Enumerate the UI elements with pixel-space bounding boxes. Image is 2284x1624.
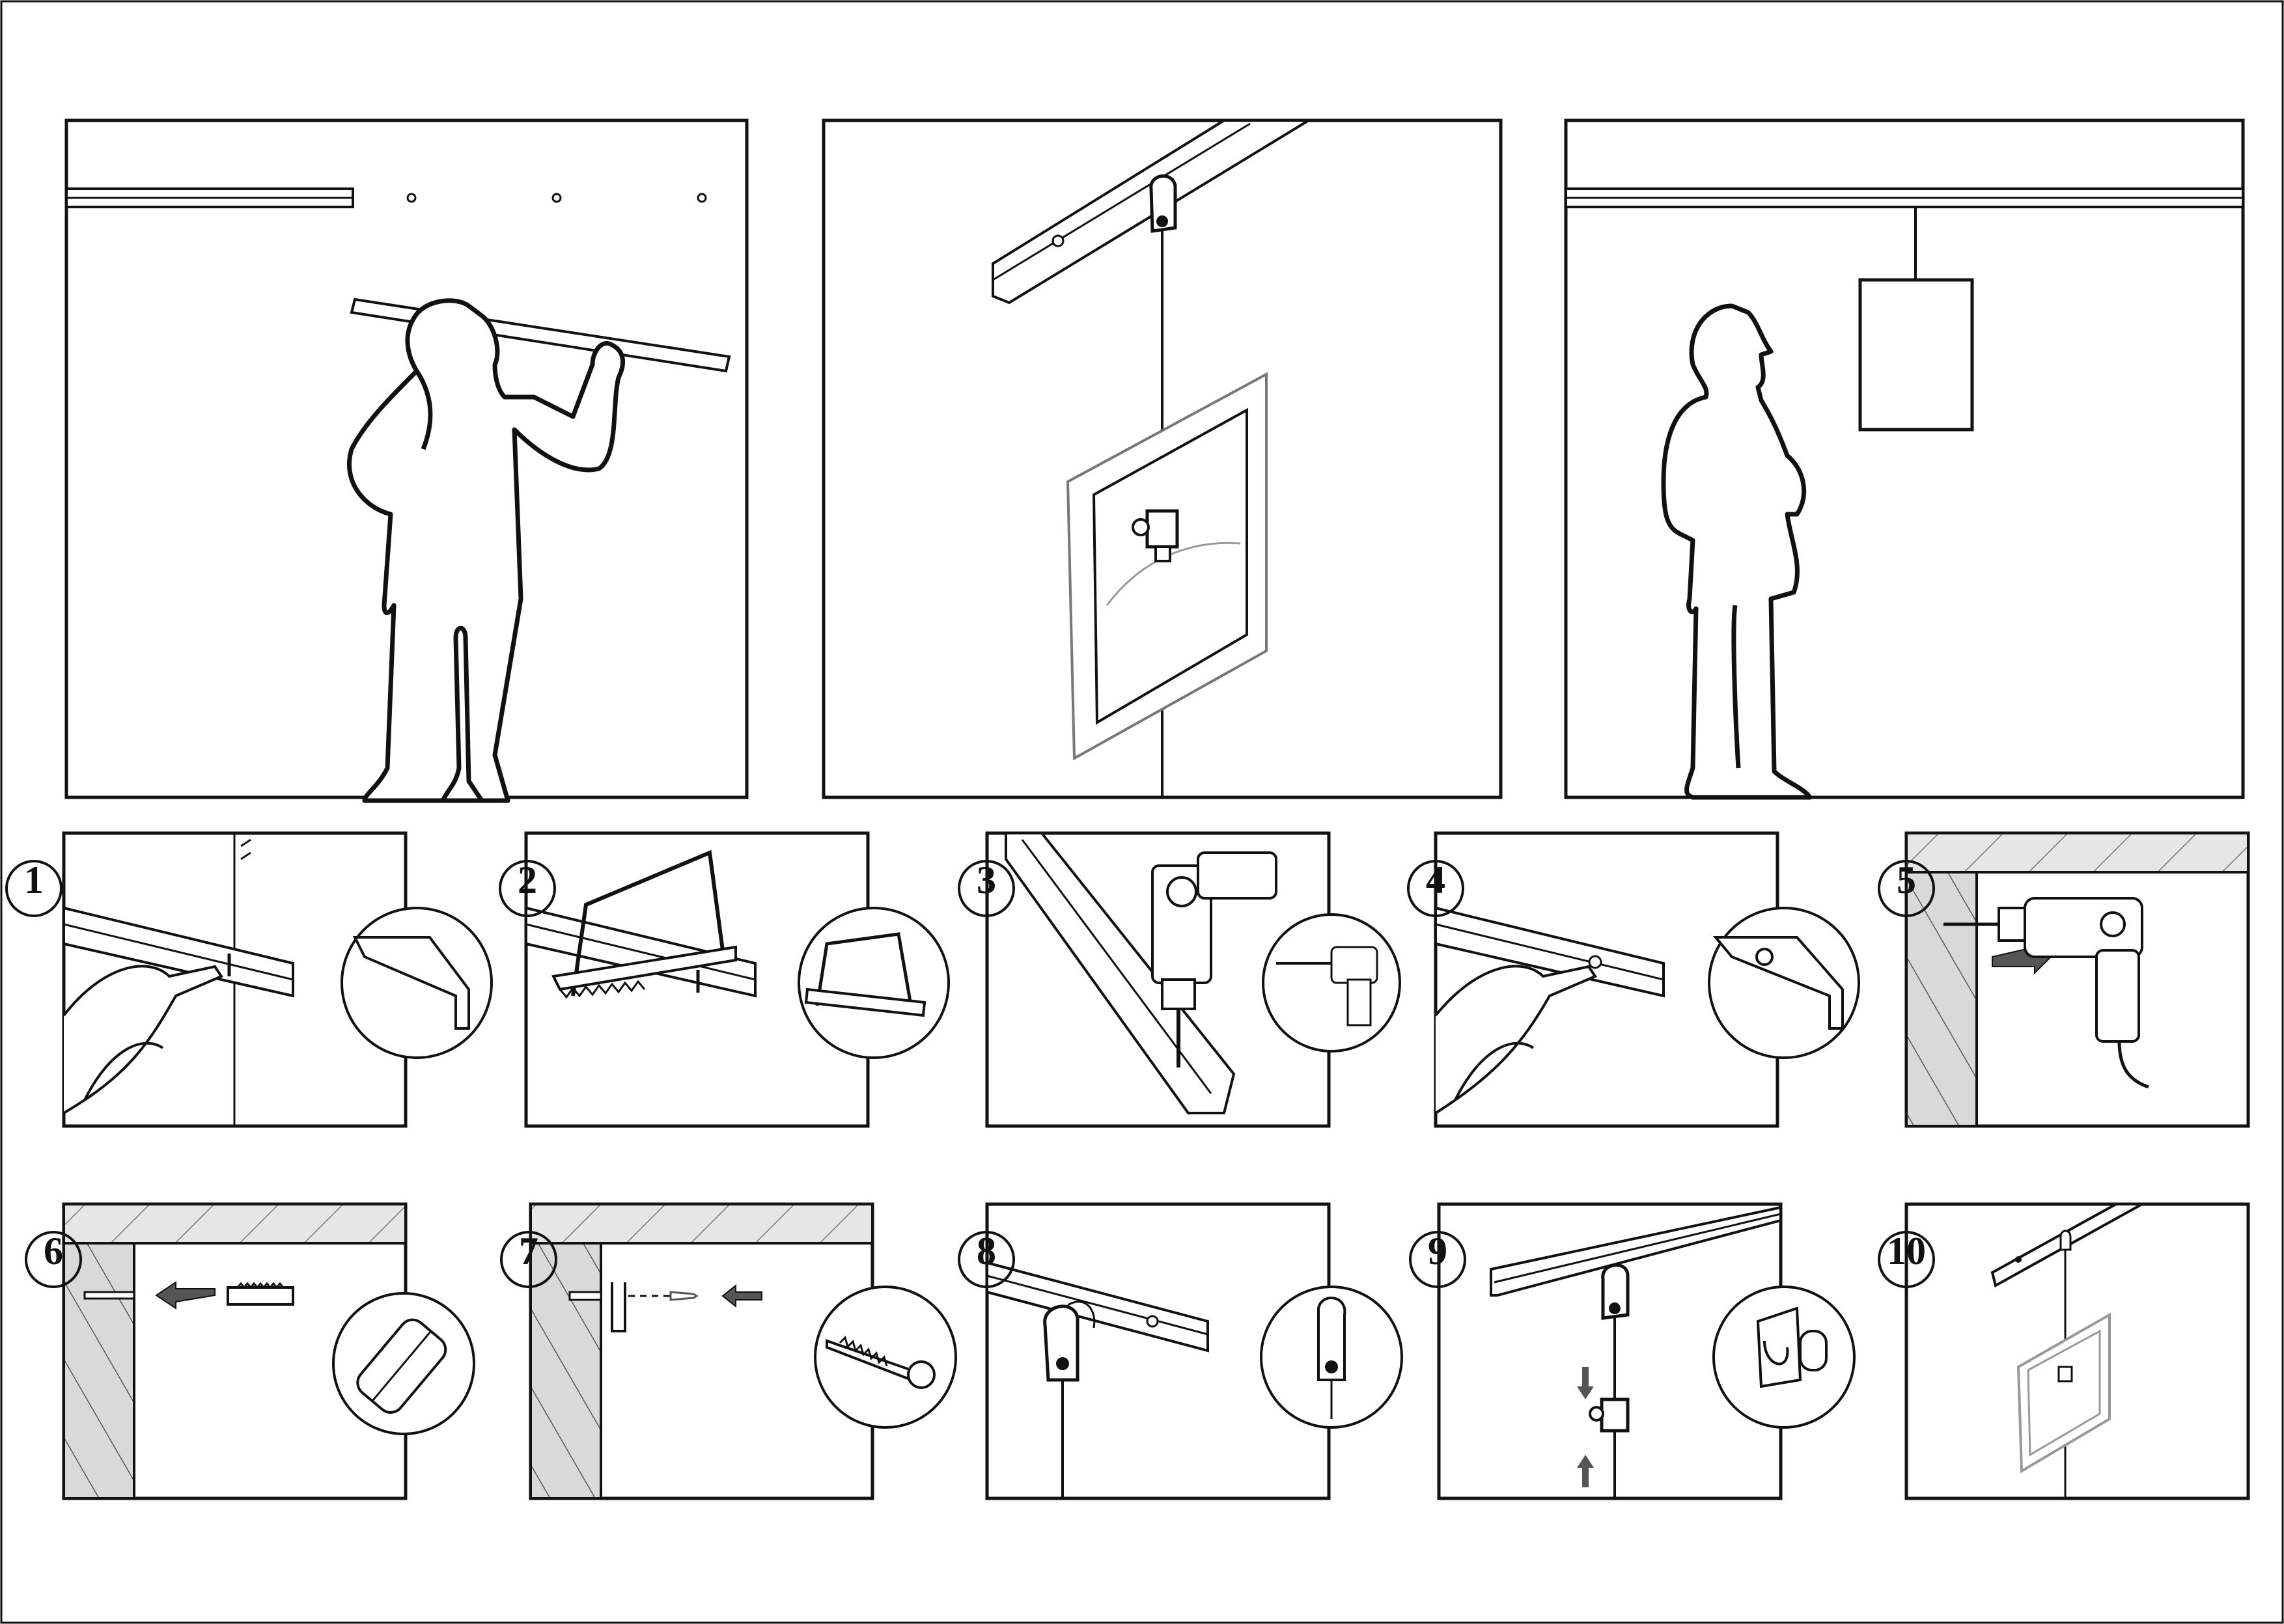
- wall-plug-icon: [356, 1318, 447, 1414]
- step-number-1: 1: [24, 859, 44, 901]
- arrow-down: [1577, 1367, 1594, 1399]
- arrow-up: [1577, 1455, 1594, 1487]
- step-panel-3: 3: [958, 831, 1401, 1128]
- step-panel-2: 2: [499, 831, 950, 1128]
- step-number-4: 4: [1426, 859, 1445, 901]
- step-number-9: 9: [1428, 1230, 1447, 1273]
- overview-panel-result: [1564, 118, 2245, 800]
- step-number-6: 6: [44, 1230, 63, 1273]
- step-panel-6: 6: [25, 1202, 475, 1500]
- picture-frame-icon: [1858, 278, 1974, 432]
- step-number-2: 2: [518, 859, 537, 901]
- picture-hook-icon: [1756, 1306, 1828, 1388]
- step-panel-10: 10: [1878, 1202, 2250, 1500]
- step-number-3: 3: [977, 859, 996, 901]
- picture-hook-icon: [1132, 509, 1179, 562]
- rail-hook-icon: [1601, 1263, 1630, 1320]
- step-panel-1: 1: [5, 831, 493, 1128]
- screw-icon: [826, 1336, 936, 1389]
- step-panel-7: 7: [500, 1202, 957, 1500]
- power-drill-icon: [1276, 946, 1378, 1026]
- person-icon: [1661, 303, 1813, 800]
- step-number-8: 8: [977, 1230, 996, 1273]
- arrow: [721, 1284, 762, 1308]
- person-icon: [346, 298, 626, 803]
- step-number-7: 7: [519, 1230, 538, 1273]
- rail-hook-icon: [1043, 1301, 1096, 1382]
- step-panel-9: 9: [1409, 1202, 1856, 1500]
- pencil-icon: [63, 965, 223, 1114]
- pencil-icon: [1434, 965, 1597, 1114]
- step-number-5: 5: [1897, 859, 1916, 901]
- overview-panel-hanging: [822, 118, 1503, 799]
- step-panel-4: 4: [1407, 831, 1860, 1128]
- hacksaw-icon: [804, 932, 926, 1017]
- power-drill-icon: [1943, 897, 2149, 1089]
- power-drill-icon: [1151, 851, 1277, 1067]
- picture-hook-icon: [1589, 1397, 1630, 1433]
- screw-icon: [669, 1291, 699, 1301]
- picture-frame-icon: [1066, 372, 1268, 761]
- step-panel-5: 5: [1878, 831, 2250, 1128]
- picture-frame-icon: [2016, 1312, 2111, 1474]
- hacksaw-icon: [551, 849, 737, 999]
- overview-panel-measure: [64, 118, 749, 803]
- wall-plug-icon: [227, 1282, 294, 1306]
- arrow: [155, 1281, 216, 1310]
- rail-hook-icon: [1149, 174, 1177, 233]
- rail-hook-icon: [1317, 1297, 1346, 1419]
- step-panel-8: 8: [958, 1202, 1403, 1500]
